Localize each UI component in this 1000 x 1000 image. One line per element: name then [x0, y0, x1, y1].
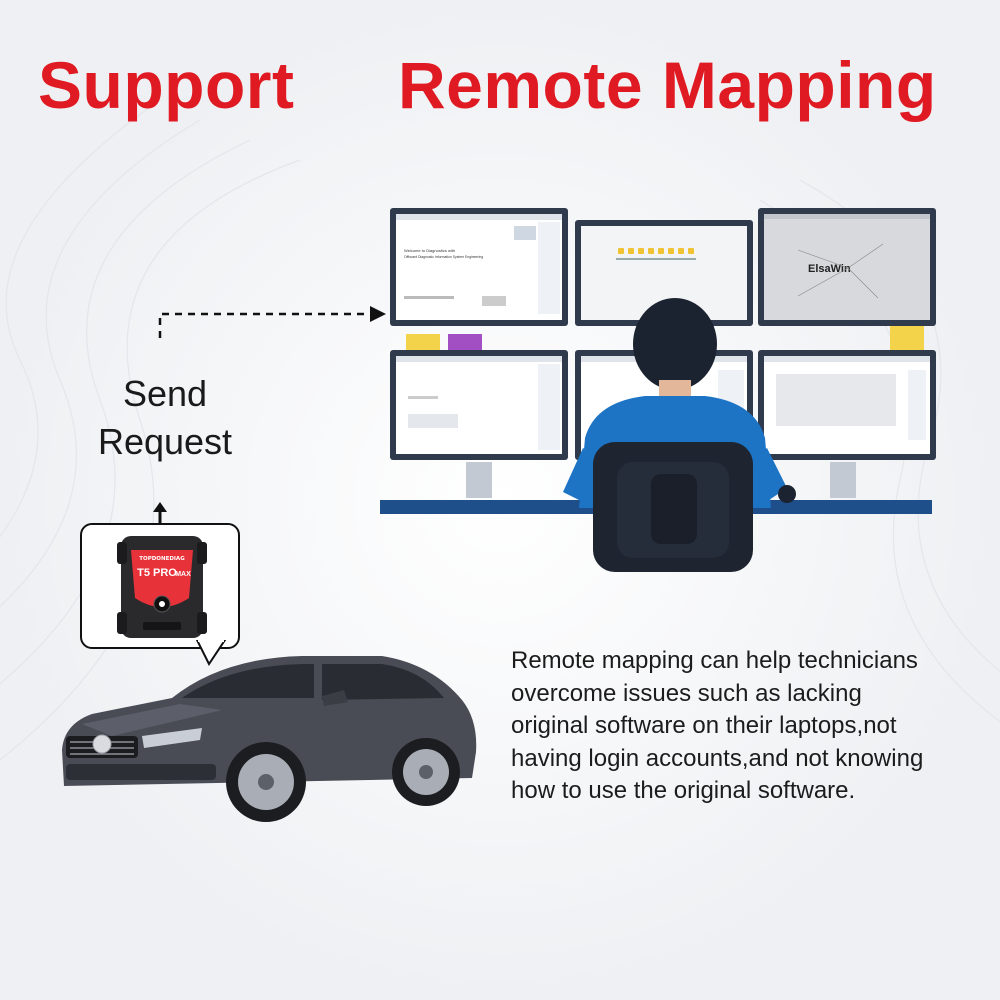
monitor-top-center — [575, 220, 753, 326]
title-support: Support — [38, 48, 295, 122]
send-request-line2: Request — [97, 421, 233, 462]
screen-elsawin-logo: ElsaWin — [808, 263, 851, 275]
monitor-bottom-right — [758, 350, 936, 460]
car-illustration — [62, 656, 477, 822]
send-request-label: Send Request — [60, 370, 270, 466]
description-line-1: Remote mapping can help technicians — [511, 647, 918, 674]
bubble-tail — [195, 640, 227, 666]
description-line-4: having login accounts,and not knowing — [511, 744, 924, 772]
description-line-2: overcome issues such as lacking — [511, 679, 862, 707]
monitor-top-left: Welcome to Diagnostics with Offboard Dia… — [390, 208, 568, 326]
send-request-line1: Send — [122, 373, 208, 414]
screen-welcome-subtext: Offboard Diagnostic Information System E… — [404, 255, 483, 259]
vci-device-icon: TOPDONEDIAG T5 PRO MAX — [117, 536, 207, 638]
description-line-5: how to use the original software. — [511, 777, 856, 804]
monitor-bottom-left — [390, 350, 568, 460]
device-model-label: T5 PRO — [137, 567, 177, 579]
monitor-top-right: ElsaWin — [758, 208, 936, 326]
title-remote-mapping: Remote Mapping — [398, 48, 937, 122]
description-line-3: original software on their laptops,not — [511, 712, 897, 739]
technician-figure — [563, 298, 796, 572]
dashed-arrow — [158, 306, 386, 338]
screen-welcome-text: Welcome to Diagnostics with — [404, 248, 455, 253]
description-text: Remote mapping can help technicians over… — [511, 645, 991, 808]
device-brand-label: TOPDONEDIAG — [139, 556, 185, 562]
device-model-suffix: MAX — [175, 571, 191, 578]
